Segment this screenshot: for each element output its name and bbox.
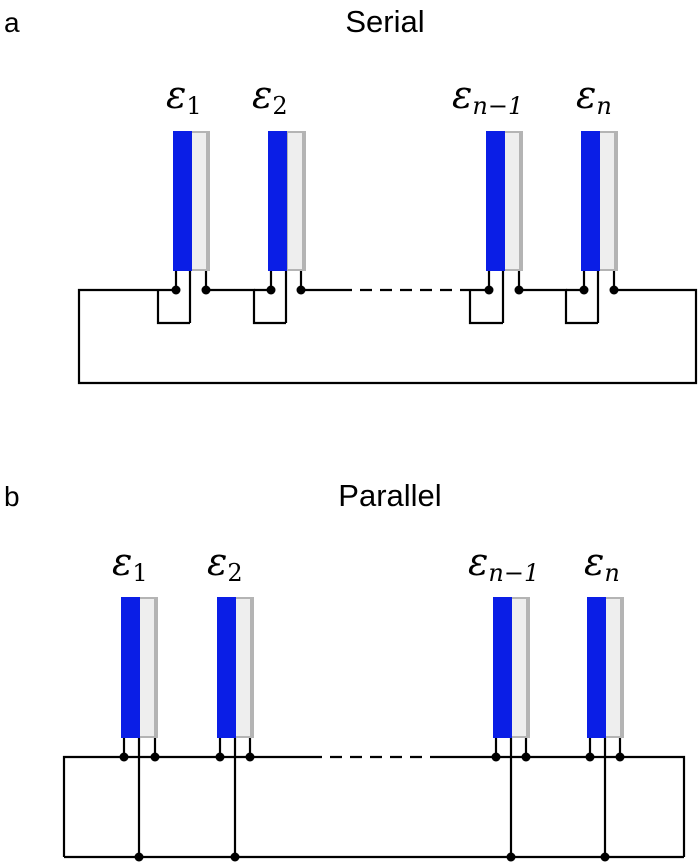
electrode-front: [486, 131, 505, 271]
parallel-cell-n-label: εn: [584, 540, 620, 587]
electrode-gap: [512, 599, 526, 736]
parallel-cell-n-1: [493, 597, 530, 738]
serial-cell-2: [268, 131, 306, 271]
serial-cell-n: [581, 131, 618, 271]
serial-cell-n-label: εn: [576, 73, 612, 120]
electrode-front: [581, 131, 600, 271]
serial-cell-1: [173, 131, 210, 271]
parallel-cell-2-label: ε2: [207, 540, 243, 587]
serial-junctions: [171, 285, 619, 295]
parallel-cell-1-label: ε1: [112, 540, 148, 587]
electrode-front: [173, 131, 192, 271]
serial-cell-n-1: [486, 131, 523, 271]
electrode-gap: [288, 133, 302, 269]
serial-cell-1-label: ε1: [166, 73, 202, 120]
electrode-gap: [236, 599, 250, 736]
parallel-wiring: [62, 755, 686, 859]
panel-a-title: Serial: [345, 4, 424, 39]
electrode-front: [493, 597, 512, 738]
panel-b-title: Parallel: [338, 478, 441, 513]
electrode-front: [121, 597, 140, 738]
parallel-cell-1: [121, 597, 158, 738]
panel-serial: a Serial ε1 ε2 εn−1 εn: [4, 4, 698, 385]
parallel-junctions: [119, 752, 625, 862]
electrode-gap: [600, 133, 614, 269]
serial-wiring: [77, 288, 698, 385]
electrode-gap: [606, 599, 620, 736]
panel-parallel: b Parallel ε1 ε2 εn−1 εn: [4, 478, 686, 862]
serial-leads: [174, 271, 616, 323]
electrode-gap: [140, 599, 154, 736]
panel-a-letter: a: [4, 7, 20, 38]
parallel-cell-n: [587, 597, 624, 738]
electrode-gap: [192, 133, 206, 269]
serial-cell-n-1-label: εn−1: [452, 73, 523, 120]
panel-b-letter: b: [4, 481, 20, 512]
electrode-front: [217, 597, 236, 738]
parallel-cell-n-1-label: εn−1: [468, 540, 539, 587]
parallel-leads: [122, 738, 622, 857]
electrode-gap: [505, 133, 519, 269]
serial-cell-2-label: ε2: [252, 73, 288, 120]
electrode-front: [268, 131, 287, 271]
electrode-front: [587, 597, 606, 738]
parallel-cell-2: [217, 597, 254, 738]
